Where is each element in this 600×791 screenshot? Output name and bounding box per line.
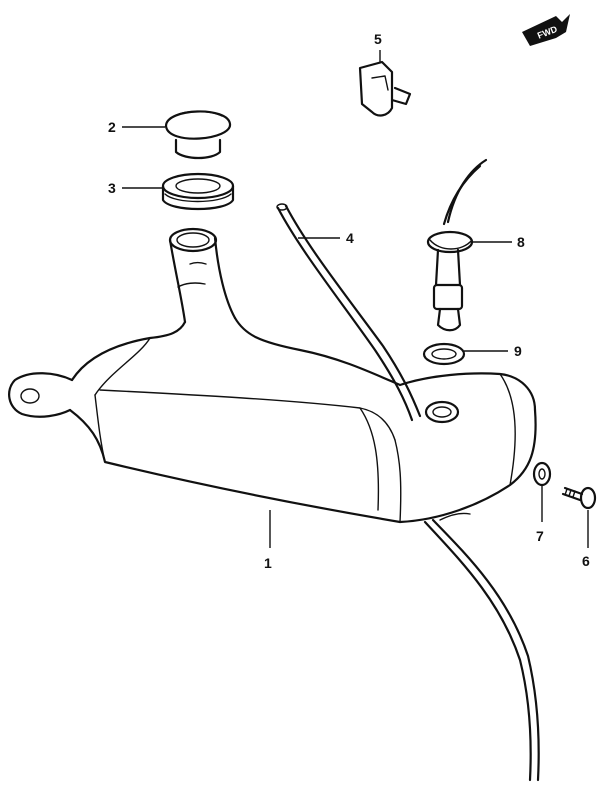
callout-6: 6 bbox=[582, 510, 590, 569]
oil-pump-part bbox=[426, 158, 488, 332]
grommet-part bbox=[422, 342, 466, 366]
oil-tank-part bbox=[8, 316, 537, 524]
svg-text:1: 1 bbox=[264, 555, 272, 571]
svg-text:5: 5 bbox=[374, 31, 382, 47]
callout-9: 9 bbox=[464, 343, 522, 359]
callout-5: 5 bbox=[374, 31, 382, 62]
callout-4: 4 bbox=[298, 230, 354, 246]
bolt-part bbox=[561, 486, 597, 510]
svg-text:3: 3 bbox=[108, 180, 116, 196]
callout-8: 8 bbox=[472, 234, 525, 250]
svg-text:6: 6 bbox=[582, 553, 590, 569]
svg-text:8: 8 bbox=[517, 234, 525, 250]
callout-7: 7 bbox=[536, 486, 544, 544]
washer-part bbox=[532, 461, 552, 487]
callout-3: 3 bbox=[108, 180, 162, 196]
callout-2: 2 bbox=[108, 119, 165, 135]
hose-part bbox=[276, 203, 540, 782]
svg-text:9: 9 bbox=[514, 343, 522, 359]
svg-text:7: 7 bbox=[536, 528, 544, 544]
svg-text:4: 4 bbox=[346, 230, 354, 246]
cap-part bbox=[164, 110, 232, 160]
callout-1: 1 bbox=[264, 510, 272, 571]
fwd-arrow-icon: FWD bbox=[522, 14, 570, 46]
clip-part bbox=[358, 60, 412, 117]
svg-text:2: 2 bbox=[108, 119, 116, 135]
filler-neck bbox=[168, 227, 237, 324]
seal-ring-part bbox=[161, 172, 235, 211]
